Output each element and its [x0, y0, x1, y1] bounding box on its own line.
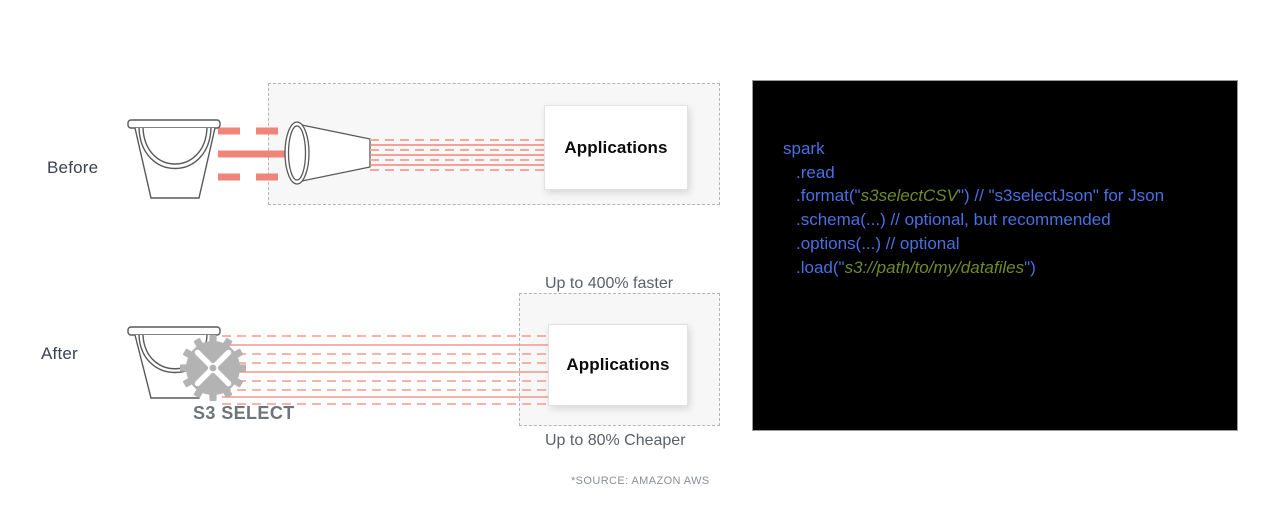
applications-box-before-label: Applications: [564, 137, 668, 157]
code-line: .schema(...) // optional, but recommende…: [783, 208, 1164, 232]
code-line: .read: [783, 161, 1164, 185]
code-panel: spark.read.format("s3selectCSV") // "s3s…: [752, 80, 1238, 431]
code-token: .read: [796, 162, 835, 182]
perf-cheaper-caption: Up to 80% Cheaper: [545, 432, 686, 449]
perf-faster-caption: Up to 400% faster: [545, 275, 674, 292]
code-token: s3://path/to/my/datafiles: [844, 257, 1025, 277]
row-label-after: After: [41, 344, 78, 363]
s3-select-label: S3 SELECT: [193, 403, 295, 423]
code-token: .schema(...) // optional, but recommende…: [796, 210, 1111, 230]
applications-box-before: Applications: [544, 105, 688, 190]
source-note: *SOURCE: AMAZON AWS: [571, 475, 710, 487]
applications-box-after: Applications: [548, 324, 688, 406]
code-token: .format(": [796, 186, 861, 206]
gear-icon: [180, 335, 246, 401]
code-token: .load(": [796, 257, 845, 277]
s3-bucket-icon-after: [127, 326, 221, 399]
code-line: .format("s3selectCSV") // "s3selectJson"…: [783, 184, 1164, 208]
after-output-lines: [222, 335, 548, 405]
code-token: .options(...) // optional: [796, 233, 960, 253]
s3-bucket-icon-before: [127, 119, 221, 199]
code-block: spark.read.format("s3selectCSV") // "s3s…: [783, 137, 1164, 279]
code-token: "): [1024, 257, 1036, 277]
code-token: spark: [783, 139, 825, 158]
code-line: .load("s3://path/to/my/datafiles"): [783, 256, 1164, 280]
code-line: spark: [783, 137, 1164, 161]
code-line: .options(...) // optional: [783, 232, 1164, 256]
row-label-before: Before: [47, 158, 99, 177]
applications-box-after-label: Applications: [566, 355, 670, 374]
code-token: s3selectCSV: [860, 186, 958, 206]
code-token: ") // "s3selectJson" for Json: [957, 186, 1165, 206]
